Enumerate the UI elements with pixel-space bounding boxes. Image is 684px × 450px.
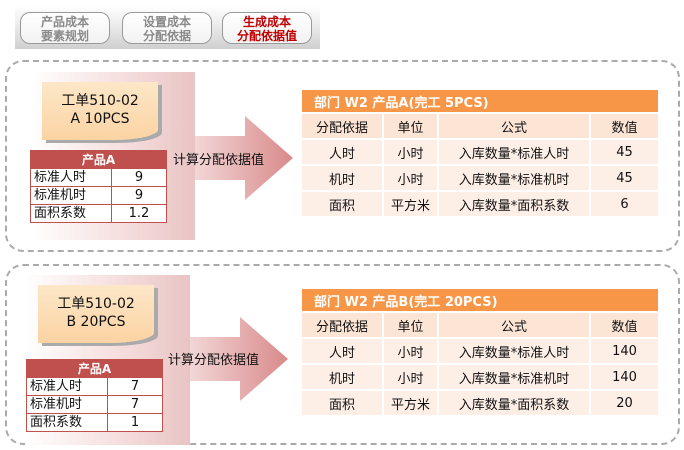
allocation-result-table: 部门 W2 产品B(完工 20PCS) 分配依据单位公式数值 人时小时入库数量*…	[300, 287, 660, 417]
order-number: 工单510-02	[61, 93, 139, 109]
work-order-note: 工单510-02 A 10PCS	[42, 82, 158, 140]
work-order-note: 工单510-02 B 20PCS	[38, 285, 154, 343]
table-header-row: 分配依据单位公式数值	[302, 313, 658, 337]
arrow-label: 计算分配依据值	[168, 353, 260, 368]
allocation-result-table: 部门 W2 产品A(完工 5PCS) 分配依据单位公式数值 人时小时入库数量*标…	[300, 88, 660, 218]
arrow-right-icon	[190, 317, 288, 401]
tab-set-allocation-basis[interactable]: 设置成本分配依据	[122, 12, 212, 44]
panel-border	[5, 60, 680, 252]
panel-border	[5, 264, 680, 445]
order-quantity: B 20PCS	[66, 314, 126, 330]
product-title: 产品A	[26, 359, 163, 378]
product-title: 产品A	[30, 150, 167, 169]
tab-generate-allocation-values[interactable]: 生成成本分配依据值	[222, 12, 312, 44]
order-quantity: A 10PCS	[70, 111, 130, 127]
table-title: 部门 W2 产品A(完工 5PCS)	[302, 90, 658, 112]
table-title: 部门 W2 产品B(完工 20PCS)	[302, 289, 658, 311]
step-tabs: 产品成本要素规划 设置成本分配依据 生成成本分配依据值	[15, 6, 320, 49]
arrow-label: 计算分配依据值	[173, 153, 265, 168]
order-number: 工单510-02	[57, 296, 135, 312]
table-header-row: 分配依据单位公式数值	[302, 114, 658, 138]
arrow-right-icon	[195, 116, 293, 200]
tab-product-cost-planning[interactable]: 产品成本要素规划	[20, 12, 110, 44]
